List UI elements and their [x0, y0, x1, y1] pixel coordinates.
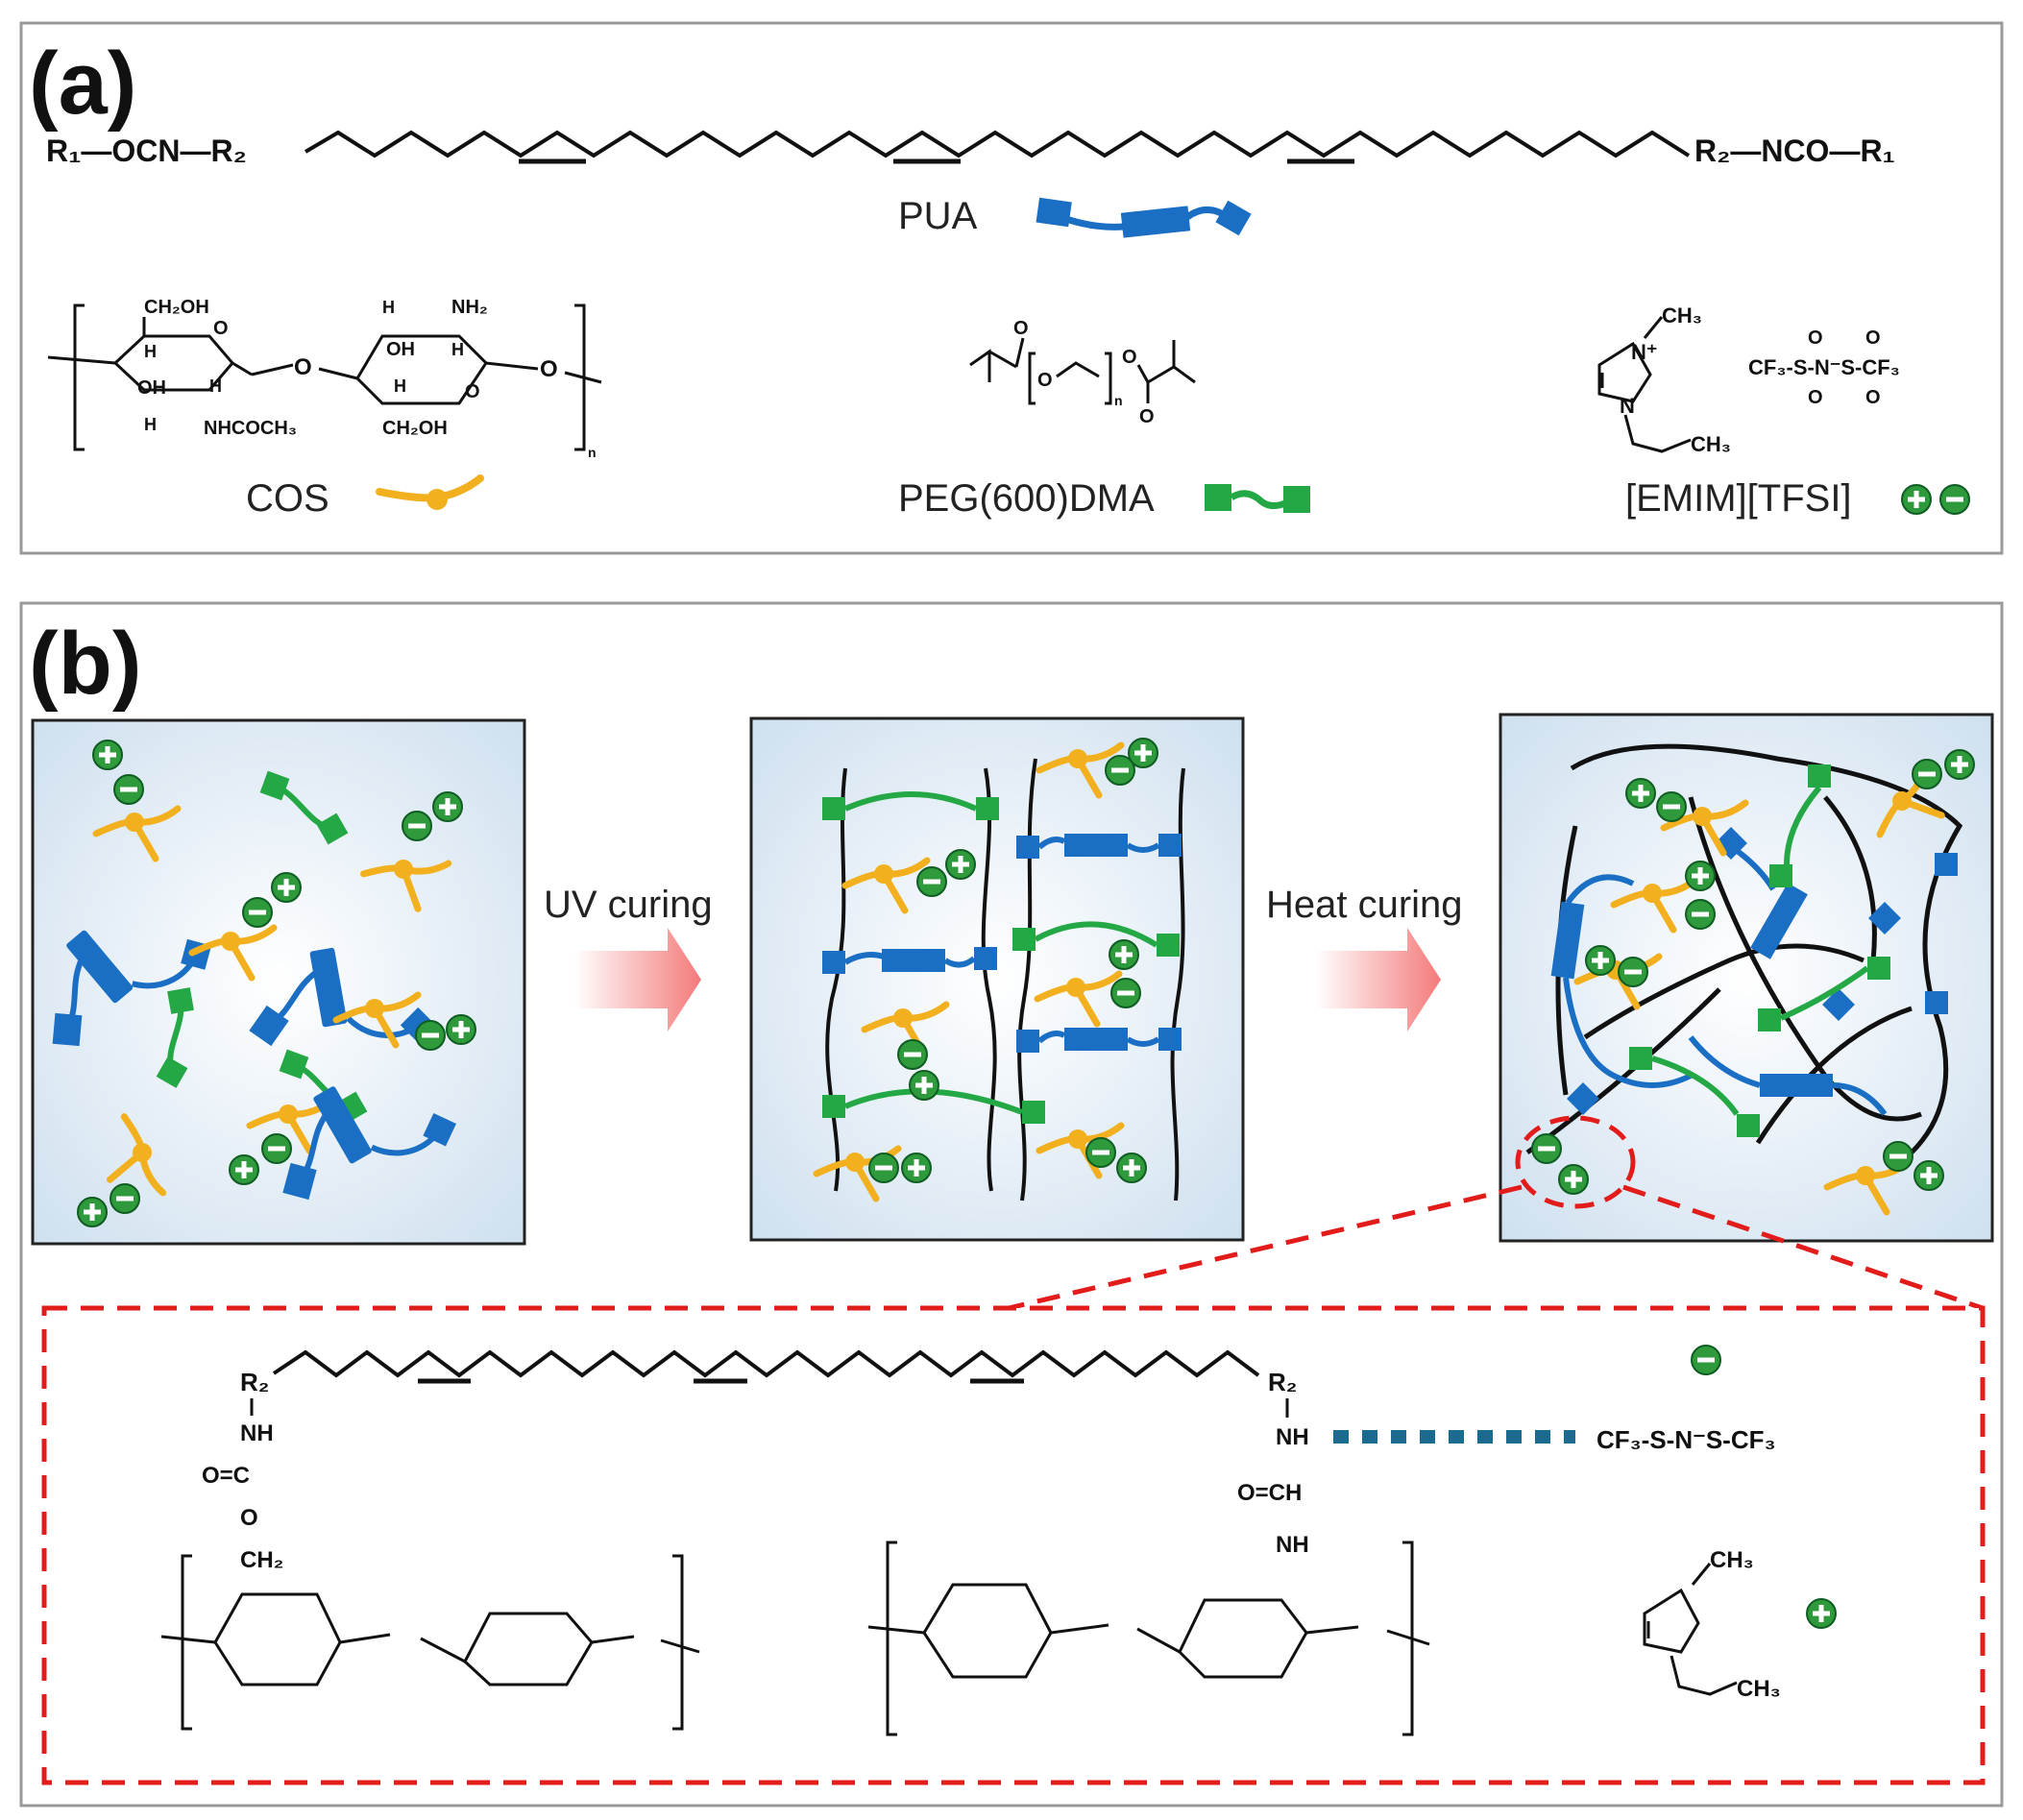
panel-a: (a) R₁—OCN—R₂ R₂—NCO—R₁ PUA n [19, 21, 2004, 555]
pua-legend-label: PUA [898, 195, 978, 237]
cos-n: n [588, 445, 597, 460]
panel-a-label: (a) [29, 35, 136, 133]
cation-icon [1901, 484, 1932, 515]
cos-o-ring-1: O [213, 318, 229, 339]
peg-o-carbonyl-1: O [1013, 318, 1029, 339]
tfsi-structure: O O CF₃-S-N⁻S-CF₃ O O [1748, 328, 1900, 408]
detail-anion-icon [1691, 1345, 1721, 1375]
cos-nh2: NH₂ [451, 297, 488, 318]
emim-structure: N⁺ N CH₃ CH₃ [1597, 303, 1731, 456]
cos-oh-1: OH [137, 377, 166, 399]
emim-n: N [1620, 394, 1635, 418]
detail-right-nh-2: NH [1276, 1532, 1309, 1558]
peg-n: n [1114, 393, 1123, 408]
tfsi-o-top-1: O [1808, 328, 1823, 349]
pua-right-end: R₂—NCO—R₁ [1694, 133, 1895, 168]
panel-b: (b) [14, 601, 2004, 1808]
peg-structure: O O n O O [969, 318, 1196, 427]
pua-structure: R₁—OCN—R₂ R₂—NCO—R₁ [46, 130, 1895, 168]
detail-right-och: O=CH [1237, 1480, 1302, 1506]
detail-left-nh: NH [240, 1420, 274, 1446]
peg-o-ether: O [1037, 370, 1053, 391]
cos-h-1: H [144, 342, 157, 361]
cos-o-bridge: O [294, 354, 312, 380]
stage-box-heat-cured [1499, 713, 1994, 1243]
cos-ch2oh-2: CH₂OH [382, 418, 448, 439]
cos-h-4: H [382, 298, 395, 317]
cos-h-2: H [209, 376, 222, 396]
emim-ch3-bottom: CH₃ [1691, 432, 1731, 456]
cos-bracket-left [73, 303, 85, 451]
cos-o-ring-2: O [465, 381, 480, 402]
zoom-region-ellipse [1515, 1115, 1636, 1209]
pua-backbone [304, 130, 1691, 158]
cos-nhcoch3: NHCOCH₃ [204, 418, 297, 439]
cos-h-3: H [144, 415, 157, 434]
panel-b-label: (b) [29, 615, 141, 713]
cos-legend-icon [376, 474, 484, 510]
pua-left-end: R₁—OCN—R₂ [46, 133, 247, 168]
detail-left-ch2: CH₂ [240, 1547, 283, 1573]
detail-ch3-bottom: CH₃ [1737, 1676, 1781, 1702]
detail-left-o: O [240, 1505, 258, 1531]
cos-oh-2: OH [386, 339, 415, 360]
arrow-heat-curing: Heat curing [1266, 884, 1463, 1031]
cos-h-5: H [451, 340, 464, 359]
peg-legend-icon [1205, 484, 1310, 513]
cos-o-end: O [540, 356, 558, 382]
tfsi-formula: CF₃-S-N⁻S-CF₃ [1748, 355, 1900, 379]
detail-r2-left: R₂ [240, 1368, 269, 1396]
peg-o-ester: O [1122, 347, 1137, 368]
emim-n-plus: N⁺ [1631, 340, 1658, 364]
emim-ch3-top: CH₃ [1662, 303, 1702, 328]
pua-legend-icon [1036, 197, 1252, 238]
detail-tfsi: CF₃-S-N⁻S-CF₃ [1596, 1425, 1776, 1454]
cos-ch2oh-1: CH₂OH [144, 297, 209, 318]
cos-structure: n CH₂OH O H OH H H NHCOCH₃ O H NH₂ OH H … [47, 297, 602, 460]
detail-right-nh: NH [1276, 1424, 1309, 1450]
cos-h-6: H [394, 376, 406, 396]
stage-box-uv-cured [749, 716, 1245, 1242]
detail-left-oc: O=C [202, 1463, 250, 1489]
zoom-connector-left [1008, 1184, 1523, 1311]
detail-backbone [272, 1349, 1260, 1378]
detail-r2-right: R₂ [1268, 1368, 1297, 1396]
tfsi-o-top-2: O [1865, 328, 1881, 349]
uv-curing-label: UV curing [544, 884, 713, 926]
stage-box-mixture [14, 718, 526, 1250]
arrow-uv-curing: UV curing [544, 884, 713, 1031]
detail-structure-frame: R₂ NH O=C O CH₂ R₂ NH O=CH NH [41, 1305, 1986, 1785]
zoom-connector-right [1622, 1184, 1984, 1311]
tfsi-o-bottom-2: O [1865, 387, 1881, 408]
anion-icon [1939, 484, 1970, 515]
cos-legend-label: COS [246, 477, 329, 520]
detail-ch3-top: CH₃ [1710, 1547, 1754, 1573]
il-legend-label: [EMIM][TFSI] [1625, 477, 1852, 520]
tfsi-o-bottom-1: O [1808, 387, 1823, 408]
heat-curing-label: Heat curing [1266, 884, 1463, 926]
detail-cation-icon [1806, 1598, 1837, 1629]
peg-legend-label: PEG(600)DMA [898, 477, 1155, 520]
peg-o-carbonyl-2: O [1139, 406, 1155, 427]
